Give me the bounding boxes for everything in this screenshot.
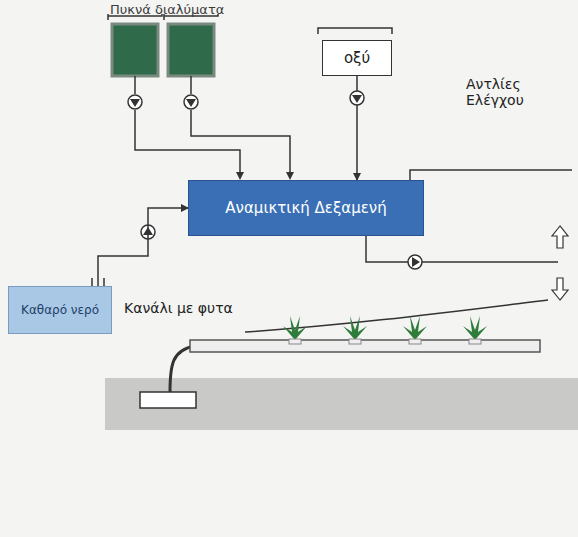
diagram-label: Πυκνά διαλύματα	[110, 2, 224, 17]
pipe	[410, 170, 572, 180]
arrowhead	[236, 172, 244, 180]
pipe	[366, 235, 558, 262]
diagram-label: Κανάλι με φυτα	[124, 300, 233, 316]
flow-arrow	[552, 278, 568, 300]
tank-box: οξύ	[322, 40, 392, 76]
pump-symbol	[352, 95, 362, 103]
drain-box	[140, 392, 196, 408]
pump-symbol	[128, 95, 142, 109]
tank-box: Αναμικτική Δεξαμενή	[188, 180, 424, 236]
plant	[283, 316, 487, 344]
ground	[105, 378, 578, 430]
tank-frame	[318, 28, 392, 34]
pump-symbol	[408, 255, 422, 269]
tank-label: οξύ	[344, 49, 370, 67]
pipe-connector	[98, 208, 188, 286]
flow-arrow	[552, 226, 568, 248]
arrowhead	[286, 172, 294, 180]
pump-symbol	[350, 91, 364, 105]
plant-channel	[190, 340, 540, 352]
concentrate-tank	[168, 24, 214, 76]
pump-symbol	[184, 95, 198, 109]
drain-pipe	[170, 346, 195, 392]
feed-pipe	[245, 300, 548, 332]
tank-label: Καθαρό νερό	[21, 303, 99, 317]
tank-box: Καθαρό νερό	[8, 286, 112, 334]
diagram-label: Αντλίες Ελέγχου	[466, 76, 566, 108]
pipe	[191, 76, 290, 176]
tank-label: Αναμικτική Δεξαμενή	[225, 199, 386, 217]
pipe	[135, 76, 240, 176]
concentrate-tank	[112, 24, 158, 76]
